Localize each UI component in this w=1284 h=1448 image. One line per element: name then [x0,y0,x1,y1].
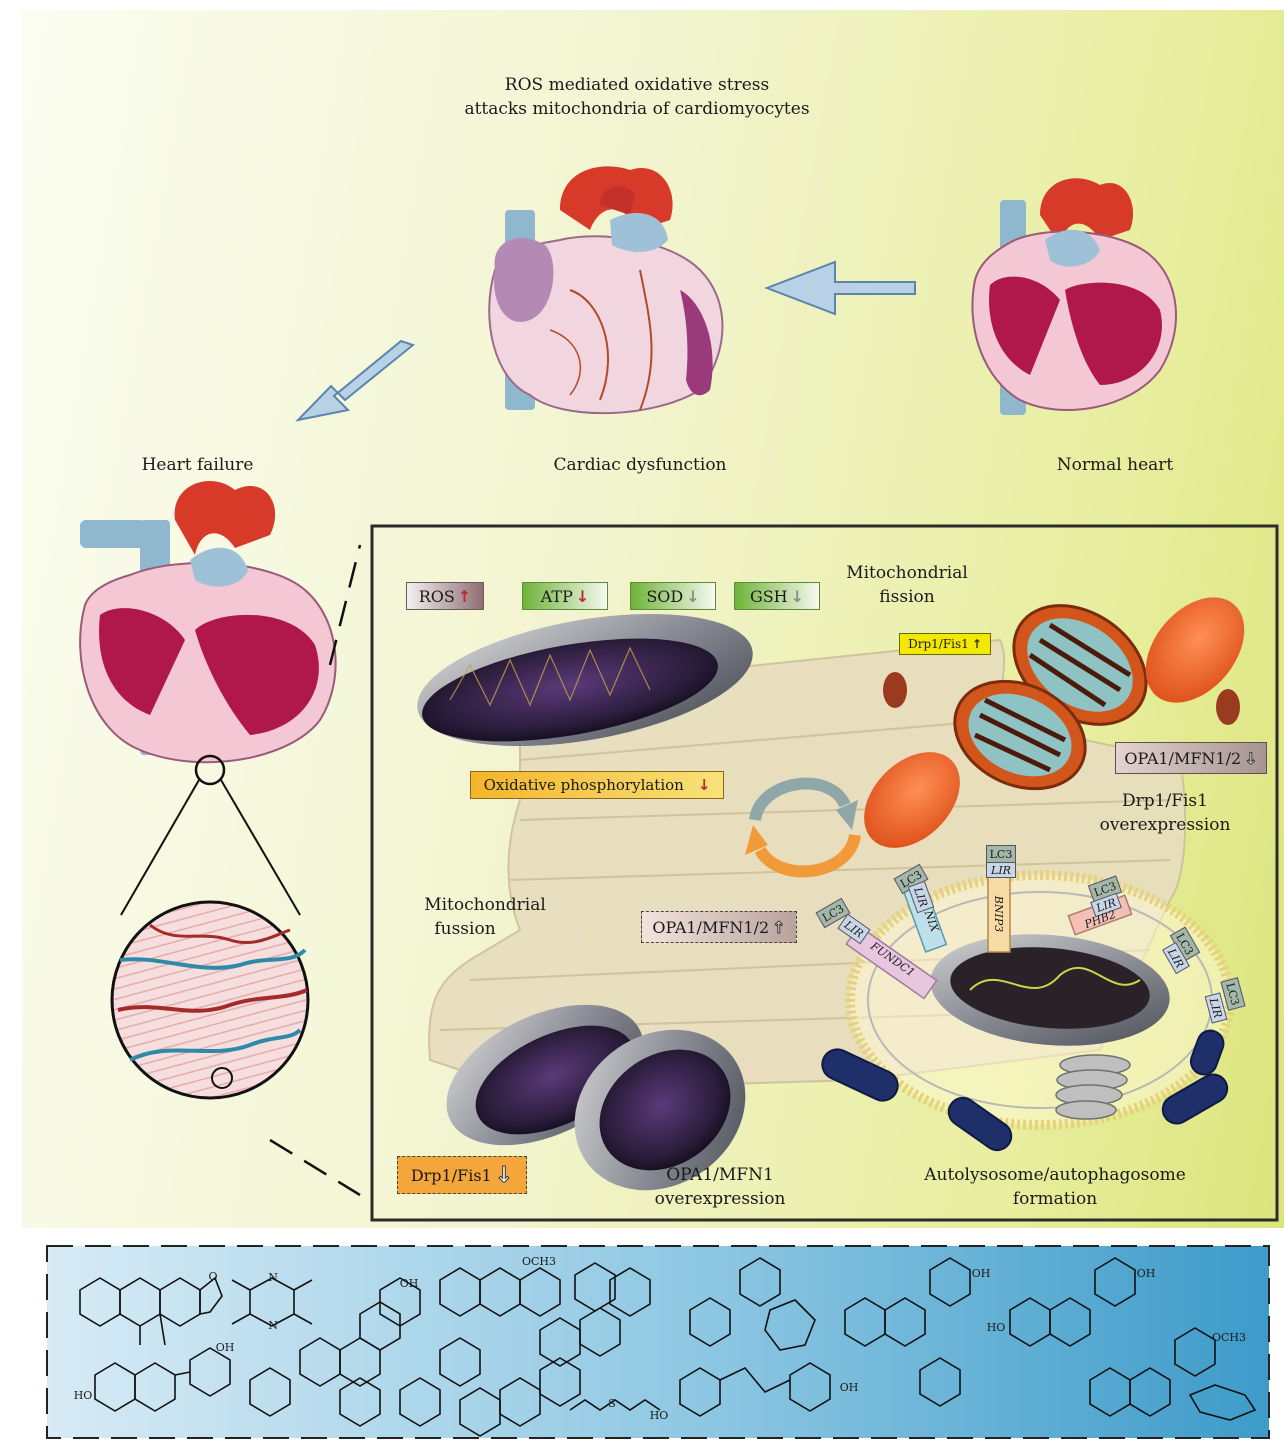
gsh-text: GSH [750,587,788,606]
oxphos-text: Oxidative phosphorylation [484,776,684,794]
heart-normal-illustration [972,178,1176,415]
arrow-dysfunction-to-failure [298,341,413,420]
opa1-mfn12-down-text: OPA1/MFN1/2 [1124,749,1241,768]
sod-marker: SOD↓ [630,582,716,610]
label-cardiac-dysfunction: Cardiac dysfunction [530,454,750,477]
arrow-normal-to-dysfunction [767,262,915,314]
bnip3-tag: BNIP3 [990,883,1008,945]
drp1-fis1-up-marker: Drp1/Fis1↑ [899,633,991,655]
arrow-up-icon: ↑ [772,918,785,937]
arrow-down-icon: ↓ [686,587,699,606]
chem-atom-n: N [266,1318,280,1332]
lir-tag-bnip3: LIR [986,862,1016,878]
arrow-down-icon: ↓ [495,1163,513,1188]
ros-marker: ROS↑ [406,582,484,610]
lc3-tag-bnip3: LC3 [986,845,1016,863]
opa1-mfn12-down-marker: OPA1/MFN1/2↓ [1115,742,1267,774]
arrow-down-icon: ↓ [791,587,804,606]
chem-atom-s: S [606,1396,618,1410]
atp-marker: ATP↓ [522,582,608,610]
sod-text: SOD [646,587,683,606]
drp1-fis1-up-text: Drp1/Fis1 [908,637,969,651]
chem-atom-o: O [206,1269,220,1283]
orange-fragment-large [1126,578,1264,721]
fusion-label-1: Mitochondrial [400,894,570,917]
fission-label-1: Mitochondrial [822,562,992,585]
opa1-mfn12-up-text: OPA1/MFN1/2 [652,918,769,937]
oxphos-marker: Oxidative phosphorylation ↓ [470,771,724,799]
heart-failure-illustration [80,481,336,762]
chem-atom-n: N [266,1270,280,1284]
drp1-fis1-down-marker: Drp1/Fis1↓ [397,1156,527,1194]
chem-atom-oh: OH [838,1380,860,1394]
orange-fragment-small-1 [883,672,907,708]
chem-atom-oh: OH [214,1340,236,1354]
arrow-up-icon: ↑ [972,637,982,651]
arrow-down-icon: ↓ [1244,749,1257,768]
label-heart-failure: Heart failure [120,454,275,477]
header-line-2: attacks mitochondria of cardiomyocytes [447,98,827,121]
ros-text: ROS [419,587,455,606]
opa1-overexpression-1: OPA1/MFN1 [640,1164,800,1187]
gsh-marker: GSH↓ [734,582,820,610]
autophagosome-label-2: formation [915,1188,1195,1211]
chem-atom-och3: OCH3 [520,1254,558,1268]
fusion-label-2: fussion [380,918,550,941]
chem-atom-ho: HO [648,1408,670,1422]
drp1-fis1-down-text: Drp1/Fis1 [411,1166,492,1185]
heart-dysfunction-illustration [489,166,722,413]
atp-text: ATP [541,587,573,606]
chem-atom-oh: OH [398,1276,420,1290]
chem-atom-ho: HO [72,1388,94,1402]
label-normal-heart: Normal heart [1040,454,1190,477]
arrow-up-icon: ↑ [458,587,471,606]
chem-atom-och3: OCH3 [1210,1330,1248,1344]
chem-atom-oh: OH [970,1266,992,1280]
drp1-overexpression-1: Drp1/Fis1 [1080,790,1250,813]
chem-atom-ho: HO [985,1320,1007,1334]
arrow-down-icon: ↓ [698,776,711,794]
autophagosome-label-1: Autolysosome/autophagosome [915,1164,1195,1187]
opa1-overexpression-2: overexpression [640,1188,800,1211]
orange-fragment-small-2 [1216,689,1240,725]
drp1-overexpression-2: overexpression [1080,814,1250,837]
chem-atom-oh: OH [1135,1266,1157,1280]
fission-label-2: fission [822,586,992,609]
arrow-down-icon: ↓ [576,587,589,606]
opa1-mfn12-up-marker: OPA1/MFN1/2↑ [641,911,797,943]
header-line-1: ROS mediated oxidative stress [467,74,807,97]
